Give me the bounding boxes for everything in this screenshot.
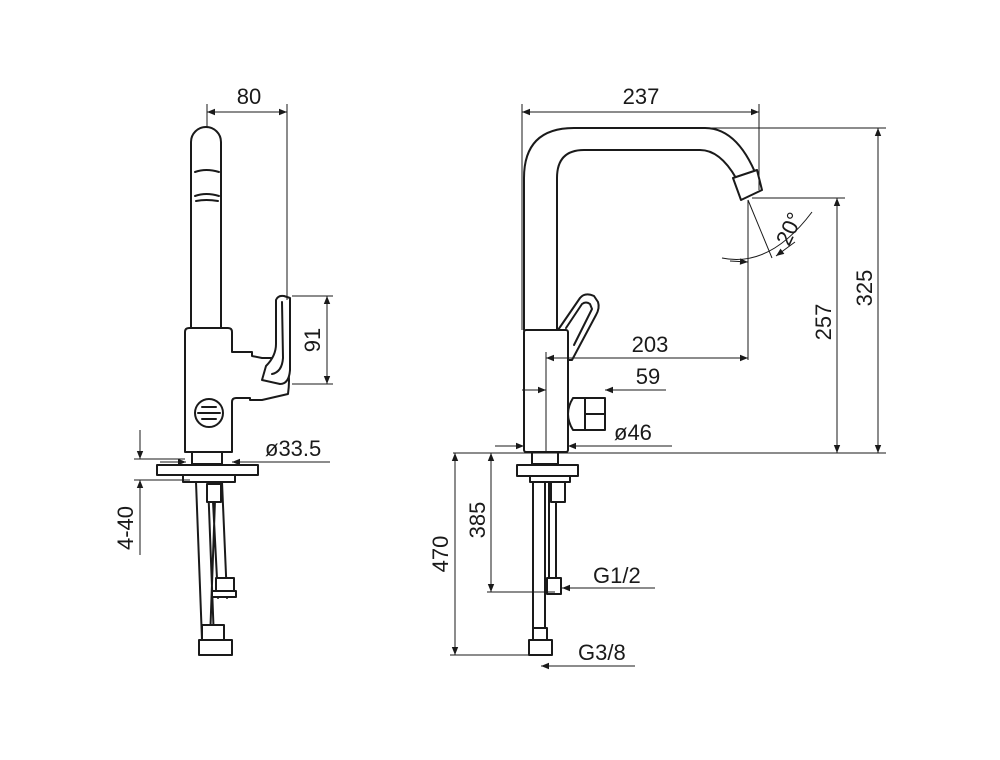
front-hoses (532, 481, 557, 641)
side-lever (261, 294, 291, 385)
dim-deck-thickness: 4-40 (113, 506, 138, 550)
dim-projection-237: 237 (623, 84, 660, 109)
dim-hose-470: 470 (428, 536, 453, 573)
front-spout-inner (556, 149, 737, 331)
front-view-faucet: 237 325 257 20° 203 59 ø46 470 385 (428, 84, 886, 670)
front-nozzle (732, 169, 763, 201)
dim-base-diameter: ø33.5 (265, 436, 321, 461)
dim-outlet-257: 257 (811, 304, 836, 341)
thread-label-g12: G1/2 (593, 563, 641, 588)
side-hose-nut (198, 639, 233, 656)
side-shank (191, 451, 223, 465)
side-hoses (195, 481, 228, 641)
dim-angle-20: 20° (771, 208, 808, 249)
side-base-plate (156, 464, 259, 476)
thread-label-g38: G3/8 (578, 640, 626, 665)
front-hose-nut (528, 639, 553, 656)
dim-knob-59: 59 (636, 364, 660, 389)
side-view-faucet: 80 91 ø33.5 4-40 (113, 84, 333, 656)
dim-body-diameter: ø46 (614, 420, 652, 445)
dim-reach-203: 203 (632, 332, 669, 357)
dim-width-80: 80 (237, 84, 261, 109)
dim-height-325: 325 (852, 270, 877, 307)
front-base-plate (516, 464, 579, 477)
side-spout-aerator-band (194, 169, 220, 197)
front-spout-outer (523, 127, 761, 331)
dim-lever-91: 91 (300, 328, 325, 352)
side-body (184, 327, 290, 453)
dim-hose-385: 385 (465, 502, 490, 539)
side-spout-tube (190, 126, 222, 331)
